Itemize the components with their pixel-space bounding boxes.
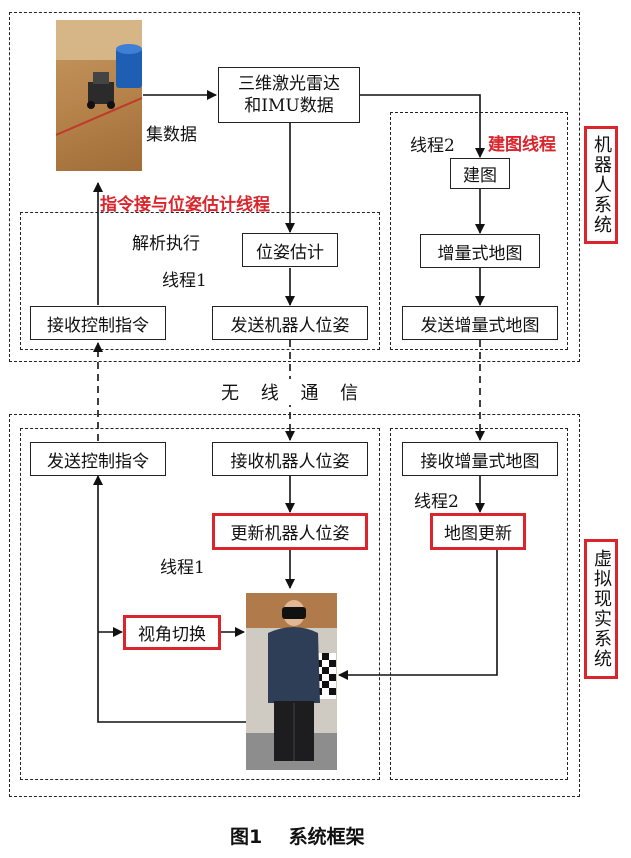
mapping-box: 建图 bbox=[450, 158, 510, 189]
figure-caption: 图1 系统框架 bbox=[230, 826, 365, 848]
vr-thread1-label: 线程1 bbox=[160, 558, 205, 578]
map-update-box: 地图更新 bbox=[430, 513, 526, 550]
lidar-imu-line1: 三维激光雷达 bbox=[238, 74, 340, 94]
robot-photo bbox=[56, 20, 142, 171]
parse-execute-label: 解析执行 bbox=[132, 234, 200, 254]
receive-incremental-map-box: 接收增量式地图 bbox=[402, 442, 558, 476]
robot-thread1-title: 指令接与位姿估计线程 bbox=[100, 195, 270, 215]
receive-robot-pose-box: 接收机器人位姿 bbox=[212, 442, 368, 476]
vr-thread2-frame bbox=[390, 428, 568, 780]
receive-control-box: 接收控制指令 bbox=[30, 306, 166, 340]
send-incremental-map-box: 发送增量式地图 bbox=[402, 306, 558, 340]
vr-system-label: 虚拟现实系统 bbox=[584, 539, 618, 679]
vr-user-photo bbox=[246, 593, 337, 770]
robot-thread2-title: 建图线程 bbox=[488, 135, 556, 155]
send-control-box: 发送控制指令 bbox=[30, 442, 166, 476]
robot-thread1-label: 线程1 bbox=[162, 271, 207, 291]
view-switch-box: 视角切换 bbox=[123, 615, 221, 650]
wireless-label: 无 线 通 信 bbox=[221, 379, 367, 405]
robot-system-frame bbox=[9, 12, 580, 362]
lidar-imu-line2: 和IMU数据 bbox=[244, 96, 334, 116]
update-robot-pose-box: 更新机器人位姿 bbox=[212, 513, 368, 550]
lidar-imu-data-box: 三维激光雷达 和IMU数据 bbox=[218, 67, 360, 123]
pose-estimation-box: 位姿估计 bbox=[242, 233, 338, 267]
robot-thread2-frame bbox=[390, 112, 568, 350]
vr-thread1-frame bbox=[20, 428, 380, 780]
vr-thread2-label: 线程2 bbox=[414, 492, 459, 512]
collect-data-label: 集数据 bbox=[146, 125, 197, 145]
vr-system-frame bbox=[9, 414, 580, 797]
incremental-map-box: 增量式地图 bbox=[420, 234, 540, 268]
send-robot-pose-box: 发送机器人位姿 bbox=[212, 306, 368, 340]
robot-system-label: 机器人系统 bbox=[584, 126, 618, 244]
robot-thread2-label: 线程2 bbox=[410, 136, 455, 156]
robot-thread1-frame bbox=[20, 212, 380, 350]
